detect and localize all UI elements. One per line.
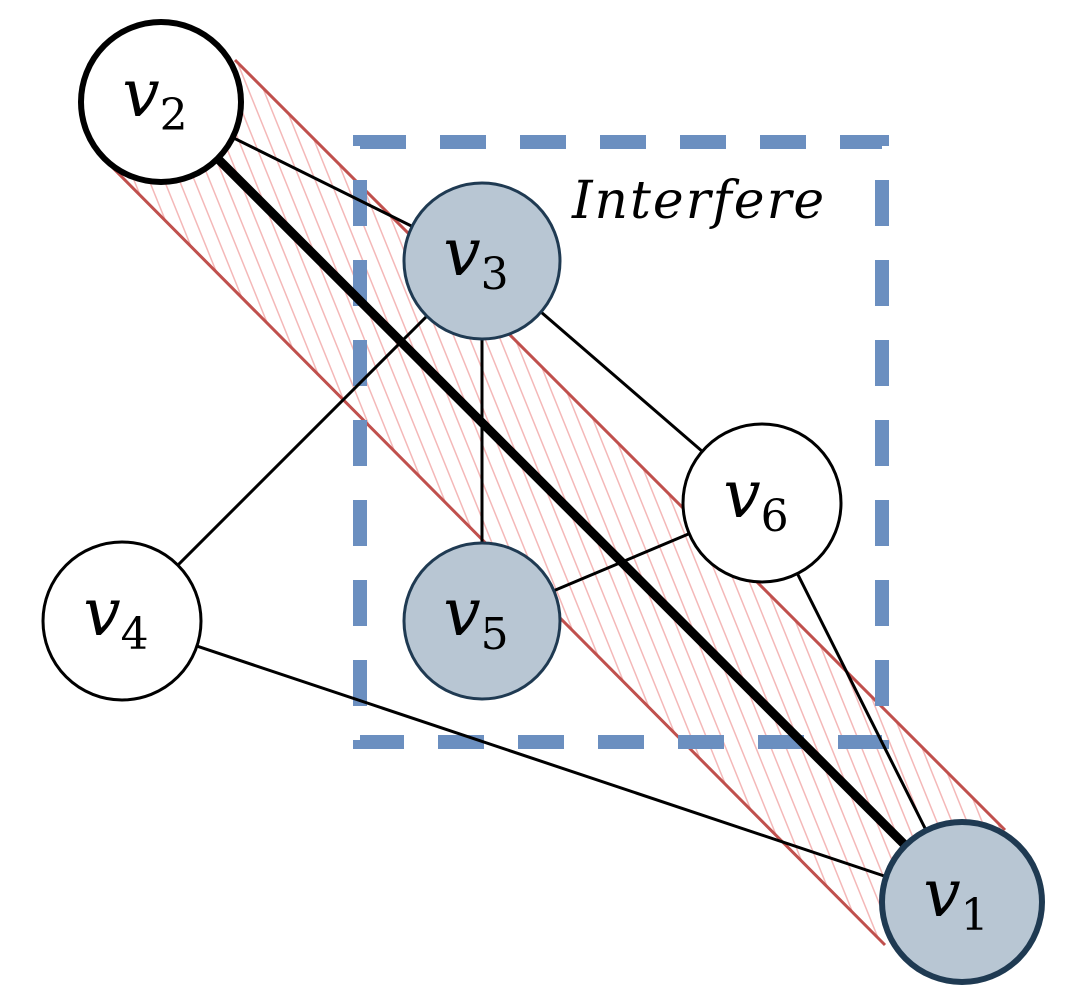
node-circle-v2 <box>78 19 244 185</box>
nodes: v1 v2 v3 v4 v5 v6 <box>41 19 1045 985</box>
node-label-v1: v1 <box>923 855 988 941</box>
node-v4: v4 <box>41 540 203 702</box>
bold-edge-v2-v1 <box>157 98 966 906</box>
node-circle-v3 <box>402 181 562 341</box>
node-label-v2: v2 <box>122 55 187 141</box>
node-label-v4: v4 <box>83 574 148 660</box>
interfere-region: Interfere <box>353 135 889 749</box>
node-circle-v1 <box>879 819 1045 985</box>
node-label-v3: v3 <box>443 214 508 300</box>
node-label-v6: v6 <box>723 456 788 542</box>
node-label-v5: v5 <box>443 574 508 660</box>
node-v1: v1 <box>879 819 1045 985</box>
node-circle-v4 <box>41 540 203 702</box>
node-circle-v6 <box>681 422 843 584</box>
edge-v3-v4 <box>120 259 484 623</box>
node-v5: v5 <box>402 541 562 701</box>
node-circle-v5 <box>402 541 562 701</box>
node-v3: v3 <box>402 181 562 341</box>
node-v6: v6 <box>681 422 843 584</box>
node-v2: v2 <box>78 19 244 185</box>
interfere-label: Interfere <box>571 171 826 231</box>
edge-v4-v1 <box>121 619 963 904</box>
